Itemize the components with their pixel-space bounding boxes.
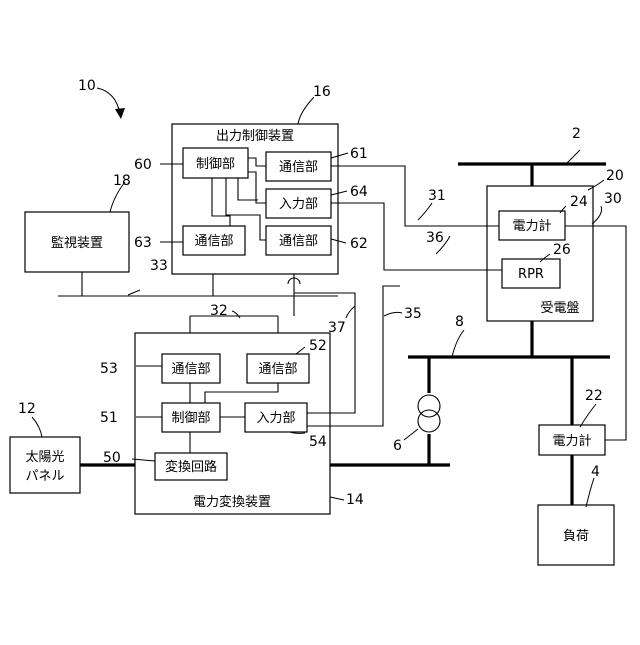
leader-33 [128, 290, 140, 295]
ref-53: 53 [100, 361, 118, 377]
leader-22 [580, 404, 596, 427]
ref-60: 60 [134, 157, 152, 173]
solar-panel [10, 437, 80, 493]
comm-unit-62-label: 通信部 [279, 234, 318, 249]
output-control-label: 出力制御装置 [216, 129, 294, 144]
ref-26: 26 [553, 242, 571, 258]
power-meter-22-label: 電力計 [552, 433, 591, 449]
input-unit-64-label: 入力部 [279, 197, 318, 212]
leader-20 [588, 180, 604, 190]
receiving-panel-label: 受電盤 [540, 301, 579, 316]
ref-35: 35 [404, 306, 422, 322]
solar-panel-label-2: パネル [25, 469, 64, 484]
load-label: 負荷 [563, 529, 589, 544]
ref-14: 14 [346, 492, 364, 508]
ref-2: 2 [572, 126, 581, 142]
leader-35 [384, 312, 402, 316]
comm-unit-52-label: 通信部 [258, 362, 297, 377]
ref-62: 62 [350, 236, 368, 252]
ref-50: 50 [103, 450, 121, 466]
ref-6: 6 [393, 438, 402, 454]
ref-37: 37 [328, 320, 346, 336]
ref-63: 63 [134, 235, 152, 251]
leader-31 [418, 203, 432, 220]
leader-16 [298, 97, 314, 124]
ref-52: 52 [309, 338, 327, 354]
control-unit-60-label: 制御部 [196, 157, 235, 172]
control-unit-51-label: 制御部 [171, 411, 210, 426]
ref-16: 16 [313, 84, 331, 100]
ref-33: 33 [150, 258, 168, 274]
solar-panel-label-1: 太陽光 [25, 450, 64, 465]
ref-20: 20 [606, 168, 624, 184]
leader-37 [346, 306, 355, 318]
leader-4 [586, 478, 594, 507]
leader-8 [452, 330, 464, 357]
power-conversion-label: 電力変換装置 [193, 494, 271, 510]
ref-51: 51 [100, 410, 118, 426]
system-arrow-head [115, 108, 125, 119]
leader-14 [330, 497, 344, 500]
comm-unit-61-label: 通信部 [279, 160, 318, 175]
comm-unit-63-label: 通信部 [194, 234, 233, 249]
rpr-label: RPR [518, 267, 544, 282]
leader-2 [566, 150, 580, 164]
conversion-circuit-label: 変換回路 [165, 459, 217, 475]
ref-61: 61 [350, 146, 368, 162]
leader-32 [232, 311, 240, 318]
ref-54: 54 [309, 434, 327, 450]
transformer-symbol [418, 395, 440, 432]
ref-8: 8 [455, 314, 464, 330]
ref-24: 24 [570, 194, 588, 210]
transformer-leader [404, 429, 418, 440]
ref-64: 64 [350, 184, 368, 200]
input-unit-54-label: 入力部 [256, 411, 295, 426]
monitor-label: 監視装置 [51, 235, 103, 251]
ref-12: 12 [18, 401, 36, 417]
ref-32: 32 [210, 303, 228, 319]
ref-4: 4 [591, 464, 600, 480]
ref-22: 22 [585, 388, 603, 404]
ref-31: 31 [428, 188, 446, 204]
ref-30: 30 [604, 191, 622, 207]
ref-18: 18 [113, 173, 131, 189]
leader-12 [32, 417, 42, 437]
ref-36: 36 [426, 230, 444, 246]
comm-unit-53-label: 通信部 [171, 362, 210, 377]
ref-system: 10 [78, 78, 96, 94]
power-meter-24-label: 電力計 [512, 218, 551, 234]
